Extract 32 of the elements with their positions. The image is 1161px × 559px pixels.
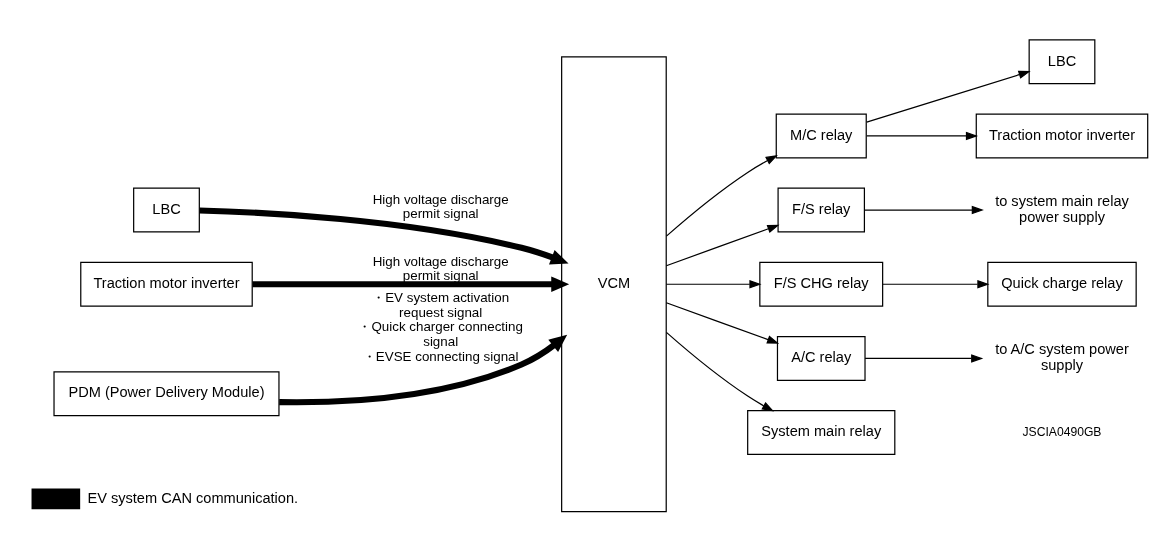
node-box: F/S CHG relay	[759, 261, 884, 307]
edge-label: High voltage discharge permit signal	[372, 253, 509, 283]
node-box: LBC	[1028, 38, 1096, 84]
arrow	[866, 70, 1031, 123]
node-box: System main relay	[747, 409, 896, 455]
arrow	[279, 334, 568, 405]
node-box: Traction motor inverter	[975, 112, 1149, 158]
arrow	[866, 131, 979, 140]
edge-label: ・EV system activation request signal ・Quick charger connecting signal ・EVSE connecting signal	[358, 289, 523, 364]
arrow	[665, 154, 778, 237]
arrow	[882, 279, 990, 288]
node-box: Traction motor inverter	[80, 261, 253, 307]
node-box: A/C relay	[776, 335, 866, 381]
node-text: to A/C system power supply	[995, 340, 1129, 373]
node-box: LBC	[133, 187, 200, 233]
arrow	[665, 224, 780, 266]
arrow	[863, 205, 984, 214]
node-text: to system main relay power supply	[995, 192, 1129, 225]
node-box: M/C relay	[775, 112, 867, 158]
arrow	[252, 275, 570, 292]
arrow	[864, 353, 984, 363]
node-box: Quick charge relay	[987, 261, 1137, 307]
node-box: VCM	[561, 55, 667, 512]
arrow	[199, 207, 569, 264]
node-box: F/S relay	[777, 187, 865, 233]
legend-label: EV system CAN communication.	[87, 489, 299, 506]
node-box: PDM (Power Delivery Module)	[53, 370, 280, 416]
edge-label: High voltage discharge permit signal	[372, 191, 509, 221]
arrow	[665, 301, 780, 344]
label: JSCIA0490GB	[1022, 424, 1102, 439]
arrow	[665, 279, 762, 288]
arrow	[665, 331, 775, 411]
